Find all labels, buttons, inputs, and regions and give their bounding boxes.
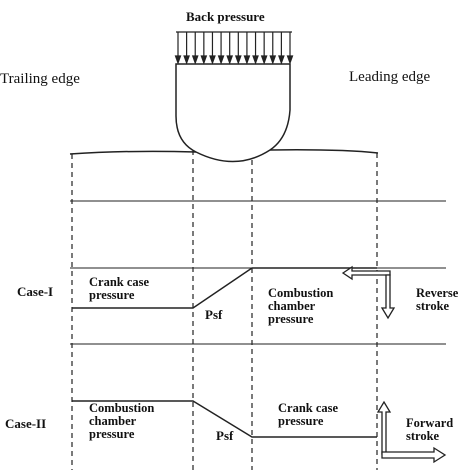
leading-edge-label: Leading edge — [349, 69, 431, 85]
case1-pressure-profile — [72, 267, 377, 309]
cylinder-wall — [69, 149, 379, 155]
back-pressure-arrow-head — [217, 55, 225, 65]
case2-crank-case-pressure: Crank case pressure — [278, 401, 339, 429]
dashed-guides — [71, 150, 378, 470]
back-pressure-arrow-head — [260, 55, 268, 65]
back-pressure-arrow-head — [278, 55, 285, 65]
back-pressure-arrow-head — [183, 55, 190, 65]
case1-reverse-stroke-label: Reverse stroke — [416, 286, 459, 314]
trailing-edge-label: Trailing edge — [0, 71, 80, 87]
case1-crank-case-pressure: Crank case pressure — [89, 275, 150, 303]
back-pressure-label: Back pressure — [186, 9, 265, 24]
case1-label: Case-I — [17, 284, 54, 299]
case2-psf-label: Psf — [216, 428, 234, 443]
back-pressure-arrow-head — [226, 55, 234, 65]
back-pressure-arrow-head — [200, 55, 208, 65]
case2-upward-arrow — [376, 400, 392, 455]
back-pressure-arrow-head — [174, 55, 182, 65]
case1-combustion-chamber-pressure: Combustion chamber pressure — [268, 286, 334, 327]
case1-stroke-arrows — [341, 265, 396, 320]
case2-stroke-arrows — [376, 400, 447, 464]
back-pressure-arrow-head — [286, 55, 294, 65]
back-pressure-arrow-head — [243, 55, 251, 65]
piston-ring-body — [175, 63, 291, 163]
case2-pressure-profile — [72, 400, 377, 438]
case1-leftward-arrow — [341, 265, 391, 281]
back-pressure-arrows — [174, 31, 294, 65]
back-pressure-arrow-head — [269, 55, 277, 65]
case2-rightward-arrow — [381, 446, 447, 464]
back-pressure-arrow-head — [209, 55, 216, 65]
case1-downward-arrow — [380, 274, 396, 320]
case1-psf-label: Psf — [205, 307, 223, 322]
case2-label: Case-II — [5, 416, 47, 431]
back-pressure-arrow-head — [234, 55, 242, 65]
case2-forward-stroke-label: Forward stroke — [406, 416, 454, 444]
case2-combustion-chamber-pressure: Combustion chamber pressure — [89, 401, 155, 442]
back-pressure-arrow-head — [191, 55, 199, 65]
back-pressure-arrow-head — [252, 55, 259, 65]
